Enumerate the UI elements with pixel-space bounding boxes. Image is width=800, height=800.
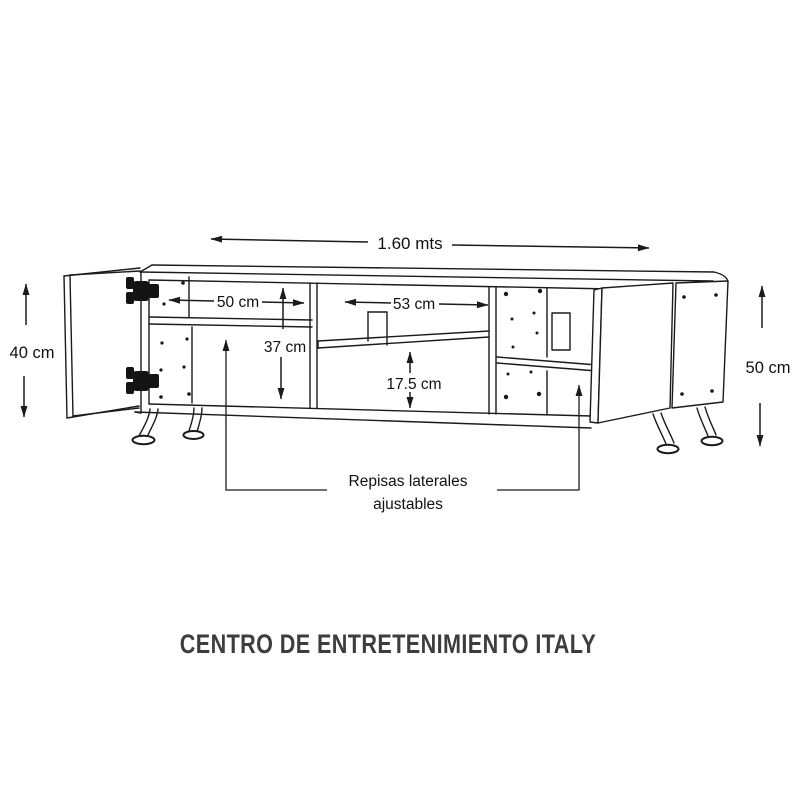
middle-shelf [317, 330, 490, 342]
leader-left [222, 339, 327, 491]
dim-overall-width-left-arrow [210, 235, 369, 243]
dim-left-comp-left [168, 296, 215, 304]
middle-notch [367, 311, 388, 346]
label-overall-width: 1.60 mts [377, 234, 442, 253]
left-door-hinge-bottom [126, 367, 159, 394]
left-shelf [148, 316, 313, 321]
dimension-lines [20, 235, 766, 447]
label-interior-height: 37 cm [264, 339, 306, 356]
shelf-pin-holes [159, 281, 718, 400]
note-line1: Repisas laterales [349, 473, 468, 490]
dim-middle-comp-left [344, 298, 392, 306]
diagram-title: CENTRO DE ENTRETENIMIENTO ITALY [179, 629, 597, 659]
label-left-comp-width: 50 cm [217, 294, 259, 311]
label-middle-comp-width: 53 cm [393, 296, 435, 313]
cabinet-carcass [134, 264, 729, 429]
left-door [63, 267, 141, 419]
label-height-left: 40 cm [10, 344, 55, 362]
cable-cutout [551, 312, 571, 351]
right-end-panel [671, 280, 729, 409]
dim-overall-width-right-arrow [451, 244, 650, 252]
label-height-right: 50 cm [746, 359, 791, 377]
left-door-hinge-top [126, 277, 159, 304]
note-leader-lines [222, 339, 583, 491]
right-shelf [496, 356, 598, 366]
right-door [589, 282, 674, 424]
cabinet-legs [131, 406, 724, 455]
dim-middle-comp-right [438, 301, 489, 309]
note-line2: ajustables [373, 496, 443, 513]
label-shelf-gap: 17.5 cm [386, 376, 441, 393]
leader-right [497, 384, 583, 491]
